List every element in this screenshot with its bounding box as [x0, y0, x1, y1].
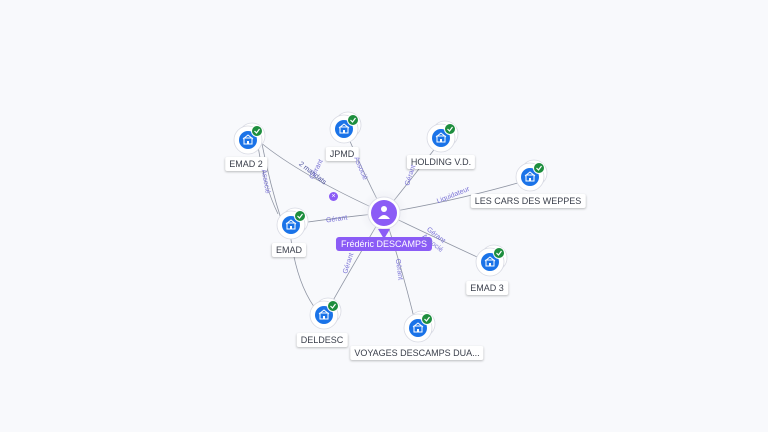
check-icon [493, 247, 505, 259]
company-node-lescars[interactable] [515, 159, 548, 192]
building-icon [435, 132, 447, 143]
building-icon [524, 171, 536, 182]
company-label-emad[interactable]: EMAD [271, 243, 307, 257]
company-node-emad[interactable] [276, 207, 309, 240]
company-node-emad3[interactable] [475, 244, 508, 277]
building-icon [285, 219, 297, 230]
company-label-jpmd[interactable]: JPMD [325, 147, 359, 161]
company-node-deldesc[interactable] [309, 297, 342, 330]
check-icon [533, 162, 545, 174]
building-icon [484, 256, 496, 267]
nodes-layer [233, 111, 548, 343]
person-icon [378, 206, 390, 219]
company-label-deldesc[interactable]: DELDESC [296, 333, 348, 347]
building-icon [318, 309, 330, 320]
check-icon [251, 125, 263, 137]
company-label-voyages[interactable]: VOYAGES DESCAMPS DUA... [350, 346, 484, 360]
building-icon [338, 123, 350, 134]
company-label-lescars[interactable]: LES CARS DES WEPPES [470, 194, 586, 208]
company-label-emad3[interactable]: EMAD 3 [466, 281, 508, 295]
person-pin-tip [378, 229, 390, 239]
close-icon: × [331, 193, 336, 200]
edge-emad2-emad [261, 143, 283, 223]
check-icon [444, 123, 456, 135]
company-label-emad2[interactable]: EMAD 2 [225, 157, 267, 171]
check-icon [347, 114, 359, 126]
person-node[interactable] [371, 200, 397, 226]
edge-emad2-emad-2 [257, 145, 279, 215]
company-node-jpmd[interactable] [329, 111, 362, 144]
building-icon [412, 322, 424, 333]
building-icon [242, 134, 254, 145]
person-name-label[interactable]: Frédéric DESCAMPS [335, 237, 433, 251]
company-node-voyages[interactable] [403, 310, 436, 343]
mandats-expand-button[interactable]: × [329, 192, 338, 201]
check-icon [421, 313, 433, 325]
check-icon [294, 210, 306, 222]
company-label-holding[interactable]: HOLDING V.D. [406, 155, 476, 169]
check-icon [327, 300, 339, 312]
company-node-holding[interactable] [426, 120, 459, 153]
company-node-emad2[interactable] [233, 122, 266, 155]
